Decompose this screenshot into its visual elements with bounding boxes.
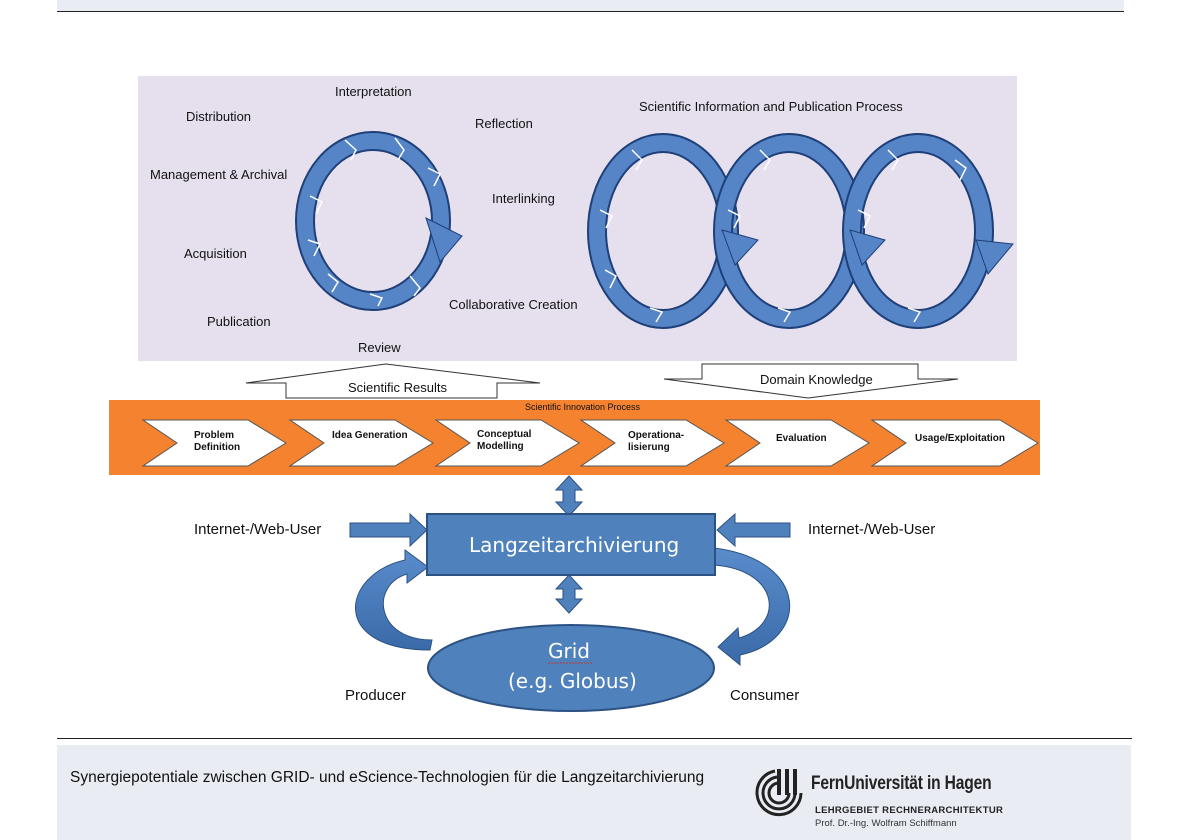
cycle-panel <box>138 76 1017 361</box>
consumer-label: Consumer <box>730 687 799 704</box>
internet-user-right: Internet-/Web-User <box>808 521 935 538</box>
university-name: FernUniversität in Hagen <box>811 773 992 794</box>
sip-title: Scientific Information and Publication P… <box>639 99 903 114</box>
label-reflection: Reflection <box>475 116 533 131</box>
scientific-results-arrow: Scientific Results <box>245 363 541 399</box>
grid-ellipse <box>427 624 715 712</box>
archive-box <box>426 513 716 576</box>
double-arrow-top <box>554 475 584 517</box>
producer-label: Producer <box>345 687 406 704</box>
label-publication: Publication <box>207 314 271 329</box>
footer-divider <box>57 738 1132 739</box>
footer-title: Synergiepotentiale zwischen GRID- und eS… <box>70 769 705 786</box>
label-interlinking: Interlinking <box>492 191 555 206</box>
innovation-title: Scientific Innovation Process <box>525 402 641 412</box>
double-arrow-bottom <box>554 574 584 614</box>
step-1-line1: Problem <box>194 430 234 441</box>
step-3-line2: Modelling <box>477 441 524 452</box>
scientific-results-label: Scientific Results <box>348 380 447 395</box>
step-4-line2: lisierung <box>628 442 670 453</box>
domain-knowledge-arrow: Domain Knowledge <box>663 363 959 399</box>
right-user-arrow <box>716 512 791 548</box>
step-6-line1: Usage/Exploitation <box>915 433 1005 444</box>
step-1-line2: Definition <box>194 442 240 453</box>
fernuni-logo-icon <box>755 769 803 817</box>
department-name: LEHRGEBIET RECHNERARCHITEKTUR <box>815 805 1004 816</box>
innovation-steps: Problem Definition Idea Generation Conce… <box>141 419 1039 467</box>
label-distribution: Distribution <box>186 109 251 124</box>
archive-box-label: Langzeitarchivierung <box>469 533 679 557</box>
diagram: Interpretation Distribution Reflection M… <box>109 76 1040 712</box>
top-bar <box>57 0 1124 12</box>
label-acquisition: Acquisition <box>184 246 247 261</box>
label-review: Review <box>358 340 401 355</box>
left-cycle <box>295 131 463 311</box>
grid-sublabel: (e.g. Globus) <box>508 669 637 693</box>
internet-user-left: Internet-/Web-User <box>194 521 321 538</box>
producer-arrow <box>355 549 433 651</box>
label-management: Management & Archival <box>150 167 287 182</box>
professor-name: Prof. Dr.-Ing. Wolfram Schiffmann <box>815 818 957 829</box>
grid-label: Grid <box>548 639 590 663</box>
university-logo: FernUniversität in Hagen LEHRGEBIET RECH… <box>753 761 1083 831</box>
step-2-line1: Idea Generation <box>332 430 408 441</box>
right-cycles <box>587 133 1014 329</box>
step-5-line1: Evaluation <box>776 433 827 444</box>
label-interpretation: Interpretation <box>335 84 412 99</box>
step-3-line1: Conceptual <box>477 429 532 440</box>
footer: Synergiepotentiale zwischen GRID- und eS… <box>57 745 1131 840</box>
left-user-arrow <box>349 512 428 548</box>
step-4-line1: Operationa- <box>628 430 684 441</box>
domain-knowledge-label: Domain Knowledge <box>760 372 873 387</box>
label-collaborative: Collaborative Creation <box>449 297 578 312</box>
consumer-arrow <box>713 547 791 667</box>
